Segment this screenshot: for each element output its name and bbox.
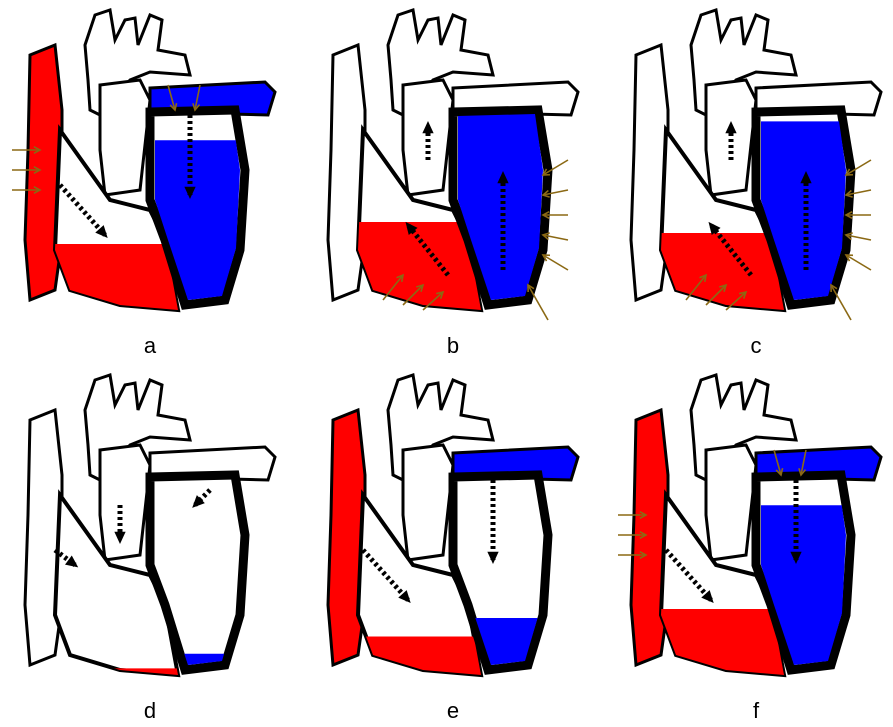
heart-illustration-b xyxy=(303,0,603,330)
pulmonary-trunk xyxy=(100,80,150,195)
pulmonary-trunk xyxy=(403,80,453,195)
panel-b: b xyxy=(303,0,603,360)
pulmonary-trunk xyxy=(403,445,453,560)
heart-illustration-a xyxy=(0,0,300,330)
panel-label-f: f xyxy=(606,698,893,724)
pressure-arrow-lv-4 xyxy=(846,255,871,270)
panel-c: c xyxy=(606,0,893,360)
heart-illustration-e xyxy=(303,365,603,695)
panel-f: f xyxy=(606,365,893,725)
panel-e: e xyxy=(303,365,603,725)
panel-label-d: d xyxy=(0,698,300,724)
heart-illustration-c xyxy=(606,0,893,330)
panel-label-a: a xyxy=(0,333,300,359)
heart-illustration-d xyxy=(0,365,300,695)
panel-d: d xyxy=(0,365,300,725)
panel-label-b: b xyxy=(303,333,603,359)
pulmonary-trunk xyxy=(706,445,756,560)
pulmonary-trunk xyxy=(100,445,150,560)
panel-a: a xyxy=(0,0,300,360)
panel-label-c: c xyxy=(606,333,893,359)
panel-label-e: e xyxy=(303,698,603,724)
heart-illustration-f xyxy=(606,365,893,695)
pulmonary-trunk xyxy=(706,80,756,195)
pressure-arrow-lv-4 xyxy=(543,255,568,270)
